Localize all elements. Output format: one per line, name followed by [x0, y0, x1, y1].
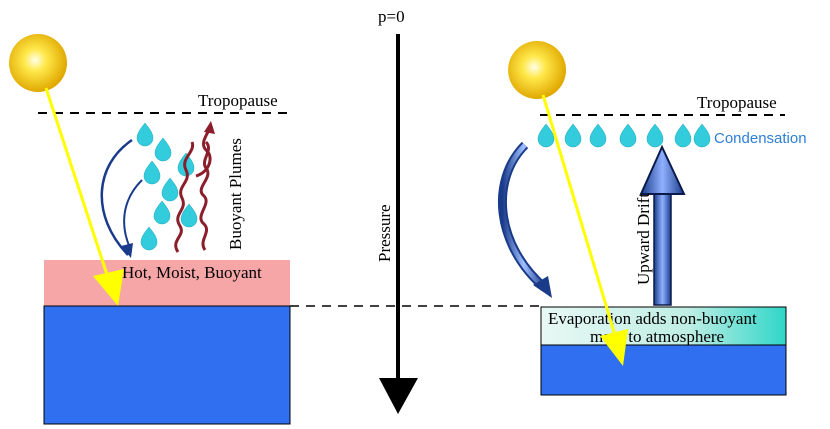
sun-icon: [508, 41, 566, 99]
ocean-left: [43, 305, 291, 425]
plume-arrow-head: [204, 121, 215, 134]
sunray-left-head: [93, 269, 124, 306]
descending-curve-arrow-head: [533, 276, 552, 298]
droplet-icon: [136, 122, 198, 251]
buoyant-plume-2: [199, 140, 211, 251]
evaporation-label-line1: Evaporation adds non-buoyant: [548, 309, 757, 328]
pressure-top-label: p=0: [378, 7, 405, 26]
sun-icon: [9, 34, 67, 92]
descending-arrow-1: [100, 138, 133, 256]
buoyant-plume-1: [174, 141, 195, 253]
sunray-right: [541, 94, 622, 353]
sunray-left: [44, 87, 115, 294]
pressure-axis: p=0 Pressure: [375, 7, 418, 414]
pressure-axis-label: Pressure: [375, 204, 394, 262]
sunray-right-head: [600, 329, 628, 366]
droplet-icon: [537, 123, 711, 148]
tropopause-label-right: Tropopause: [697, 93, 777, 112]
hot-layer: [44, 260, 290, 306]
up-arrow-icon: [639, 144, 686, 195]
buoyant-plumes-label: Buoyant Plumes: [226, 138, 245, 250]
upward-drift-shaft: [653, 191, 672, 306]
tropopause-label-left: Tropopause: [198, 91, 278, 110]
ocean-right: [540, 344, 787, 396]
down-arrow-icon: [379, 378, 418, 414]
condensation-label: Condensation: [714, 130, 807, 147]
left-panel: Tropopause Hot, Moist, Buoyant Buoyant P…: [9, 34, 291, 425]
descending-arrow-2: [123, 179, 143, 249]
hot-layer-label: Hot, Moist, Buoyant: [122, 263, 262, 282]
right-panel: Tropopause Evaporation adds non-buoyant …: [497, 41, 807, 396]
buoyant-plume-3: [195, 127, 212, 178]
upward-drift-label: Upward Drift: [634, 193, 653, 285]
